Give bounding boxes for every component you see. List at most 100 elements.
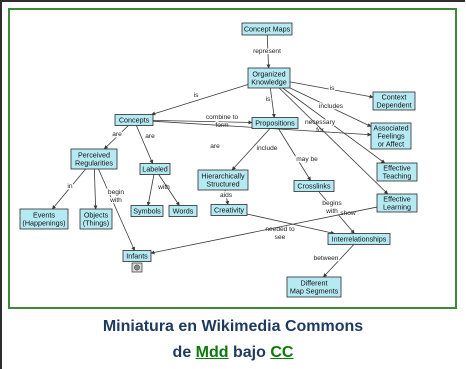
caption-prefix: de	[172, 344, 196, 361]
edge-label: may be	[296, 156, 318, 163]
author-link[interactable]: Mdd	[195, 344, 229, 361]
edge-line	[278, 128, 311, 181]
node-box	[370, 122, 412, 150]
edge-label-halo: are	[210, 143, 220, 150]
node-events: Events(Happenings)	[19, 208, 69, 230]
node-label: Concepts	[119, 116, 150, 125]
edge-line	[98, 168, 135, 251]
edge-label-halo: combine to	[206, 114, 239, 121]
node-box	[114, 114, 154, 126]
edge-label-halo: may be	[296, 156, 318, 163]
concept-map-diagram: representrepresentisisisisisisincludesin…	[19, 22, 418, 298]
node-label: (Happenings)	[22, 219, 65, 228]
edge-label: with	[109, 197, 122, 204]
node-concept-maps: Concept Maps	[241, 22, 293, 36]
edge-label-halo: are	[112, 131, 122, 138]
edge-label-halo: represent	[253, 48, 281, 55]
edge-label: between	[314, 255, 339, 262]
node-box	[372, 91, 416, 111]
node-box	[79, 208, 113, 230]
edge-line	[146, 174, 155, 206]
edge-label: necessary	[305, 119, 336, 126]
edge-label-halo: with	[157, 184, 170, 191]
edge-label-halo: include	[257, 145, 278, 152]
node-words: Words	[168, 205, 198, 217]
edge-label-halo: is	[266, 96, 271, 103]
edge-line	[150, 206, 378, 255]
edge-labeled-to-words	[158, 174, 180, 206]
edge-label: aids	[220, 192, 233, 199]
caption-line-1: Miniatura en Wikimedia Commons	[102, 318, 364, 335]
edge-label-halo: with	[325, 208, 338, 215]
edge-label: see	[275, 234, 286, 241]
edge-label: are	[210, 143, 220, 150]
node-label: Structured	[206, 180, 239, 189]
edge-line	[231, 128, 271, 171]
edge-label: begins	[322, 200, 342, 207]
edge-line	[93, 168, 98, 210]
node-propositions: Propositions	[251, 117, 299, 129]
node-label: Regularities	[75, 159, 113, 168]
edge-line	[224, 189, 230, 205]
edge-label: are	[112, 131, 122, 138]
edge-label: includes	[319, 103, 344, 110]
edge-line	[246, 213, 335, 235]
edge-label: show	[340, 210, 356, 217]
edge-label-halo: includes	[319, 103, 344, 110]
node-objects: Objects(Things)	[79, 208, 113, 230]
node-box	[286, 276, 342, 298]
node-label: Infants	[126, 252, 148, 261]
node-box	[210, 204, 248, 216]
edge-label-halo: show	[340, 210, 356, 217]
node-box	[19, 208, 69, 230]
node-box	[168, 205, 198, 217]
edge-perceived_regularities-to-objects	[93, 168, 98, 210]
edge-label-halo: begins	[322, 200, 342, 207]
node-label: Words	[173, 207, 194, 216]
node-labeled: Labeled	[139, 163, 171, 175]
edge-label-halo: between	[314, 255, 339, 262]
node-label: Perceived	[78, 151, 110, 160]
node-label: Objects	[84, 211, 109, 220]
node-label: Propositions	[255, 119, 295, 128]
node-label: Effective	[383, 195, 410, 204]
edge-label: combine to	[206, 114, 239, 121]
node-label: Knowledge	[251, 78, 287, 87]
edge-label-halo: with	[109, 197, 122, 204]
edge-organized_knowledge-to-effective_learning	[278, 87, 389, 195]
caption-middle: bajo	[228, 344, 271, 361]
node-label: Concept Maps	[244, 25, 291, 34]
edge-line	[151, 84, 249, 116]
node-label: Hierarchically	[201, 172, 245, 181]
edge-line	[266, 34, 271, 69]
node-creativity: Creativity	[210, 204, 248, 216]
license-link[interactable]: CC	[270, 344, 294, 361]
edge-line	[269, 87, 276, 118]
edge-label: are	[145, 133, 155, 140]
node-box	[139, 163, 171, 175]
edge-line	[103, 125, 129, 150]
infants-image-icon	[131, 262, 143, 273]
node-concepts: Concepts	[114, 114, 154, 126]
node-label: Different	[300, 279, 327, 288]
edge-line	[289, 81, 374, 99]
node-label: Map Segments	[290, 287, 339, 296]
edge-line	[52, 168, 86, 210]
node-crosslinks: Crosslinks	[293, 180, 335, 192]
